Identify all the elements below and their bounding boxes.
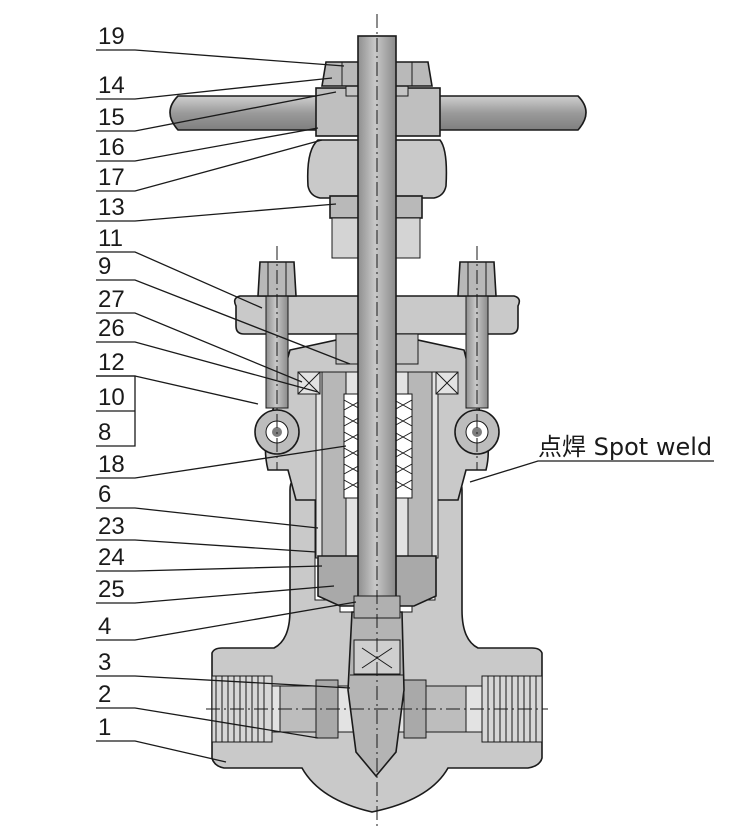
leader-17 <box>96 139 323 192</box>
leader-23 <box>96 539 317 553</box>
leader-26 <box>96 341 319 393</box>
packing-right <box>393 393 413 499</box>
gate-disc <box>347 611 405 778</box>
part-number-6: 6 <box>98 481 111 508</box>
part-number-13: 13 <box>98 194 125 221</box>
leader-2 <box>96 707 319 739</box>
valve-stem <box>353 35 401 619</box>
part-number-24: 24 <box>98 544 125 571</box>
leader-18 <box>96 445 347 479</box>
spot-weld-annotation: 点焊 Spot weld <box>538 433 712 461</box>
part-number-3: 3 <box>98 649 111 676</box>
leader-15 <box>96 91 337 132</box>
leader-spot-weld <box>469 460 714 483</box>
leader-3 <box>96 675 351 689</box>
right-eye-bolt <box>454 246 500 470</box>
part-number-12: 12 <box>98 349 125 376</box>
part-number-labels: 19 14 15 16 17 13 11 9 27 26 12 10 8 18 … <box>98 23 125 741</box>
leader-14 <box>96 77 333 100</box>
leader-9 <box>96 279 351 365</box>
part-number-19: 19 <box>98 23 125 50</box>
part-number-23: 23 <box>98 513 125 540</box>
left-eye-bolt <box>254 246 300 470</box>
part-number-16: 16 <box>98 134 125 161</box>
leader-11 <box>96 251 263 309</box>
leader-13 <box>96 203 337 222</box>
part-number-14: 14 <box>98 72 125 99</box>
part-number-1: 1 <box>98 714 111 741</box>
leader-24 <box>96 565 323 572</box>
part-number-26: 26 <box>98 315 125 342</box>
part-number-11: 11 <box>98 225 123 252</box>
part-number-10: 10 <box>98 384 125 411</box>
leader-6 <box>96 507 319 529</box>
part-number-4: 4 <box>98 613 111 640</box>
part-number-8: 8 <box>98 419 111 446</box>
leader-16 <box>96 127 319 162</box>
part-number-15: 15 <box>98 104 125 131</box>
leader-19 <box>96 49 345 67</box>
part-number-25: 25 <box>98 576 125 603</box>
leader-25 <box>96 585 335 604</box>
leader-27 <box>96 312 303 383</box>
part-number-27: 27 <box>98 286 125 313</box>
leader-4 <box>96 601 357 641</box>
part-number-2: 2 <box>98 681 111 708</box>
leader-1 <box>96 740 227 763</box>
part-number-18: 18 <box>98 451 125 478</box>
part-number-9: 9 <box>98 253 111 280</box>
leader-lines <box>96 49 714 763</box>
part-number-17: 17 <box>98 164 125 191</box>
